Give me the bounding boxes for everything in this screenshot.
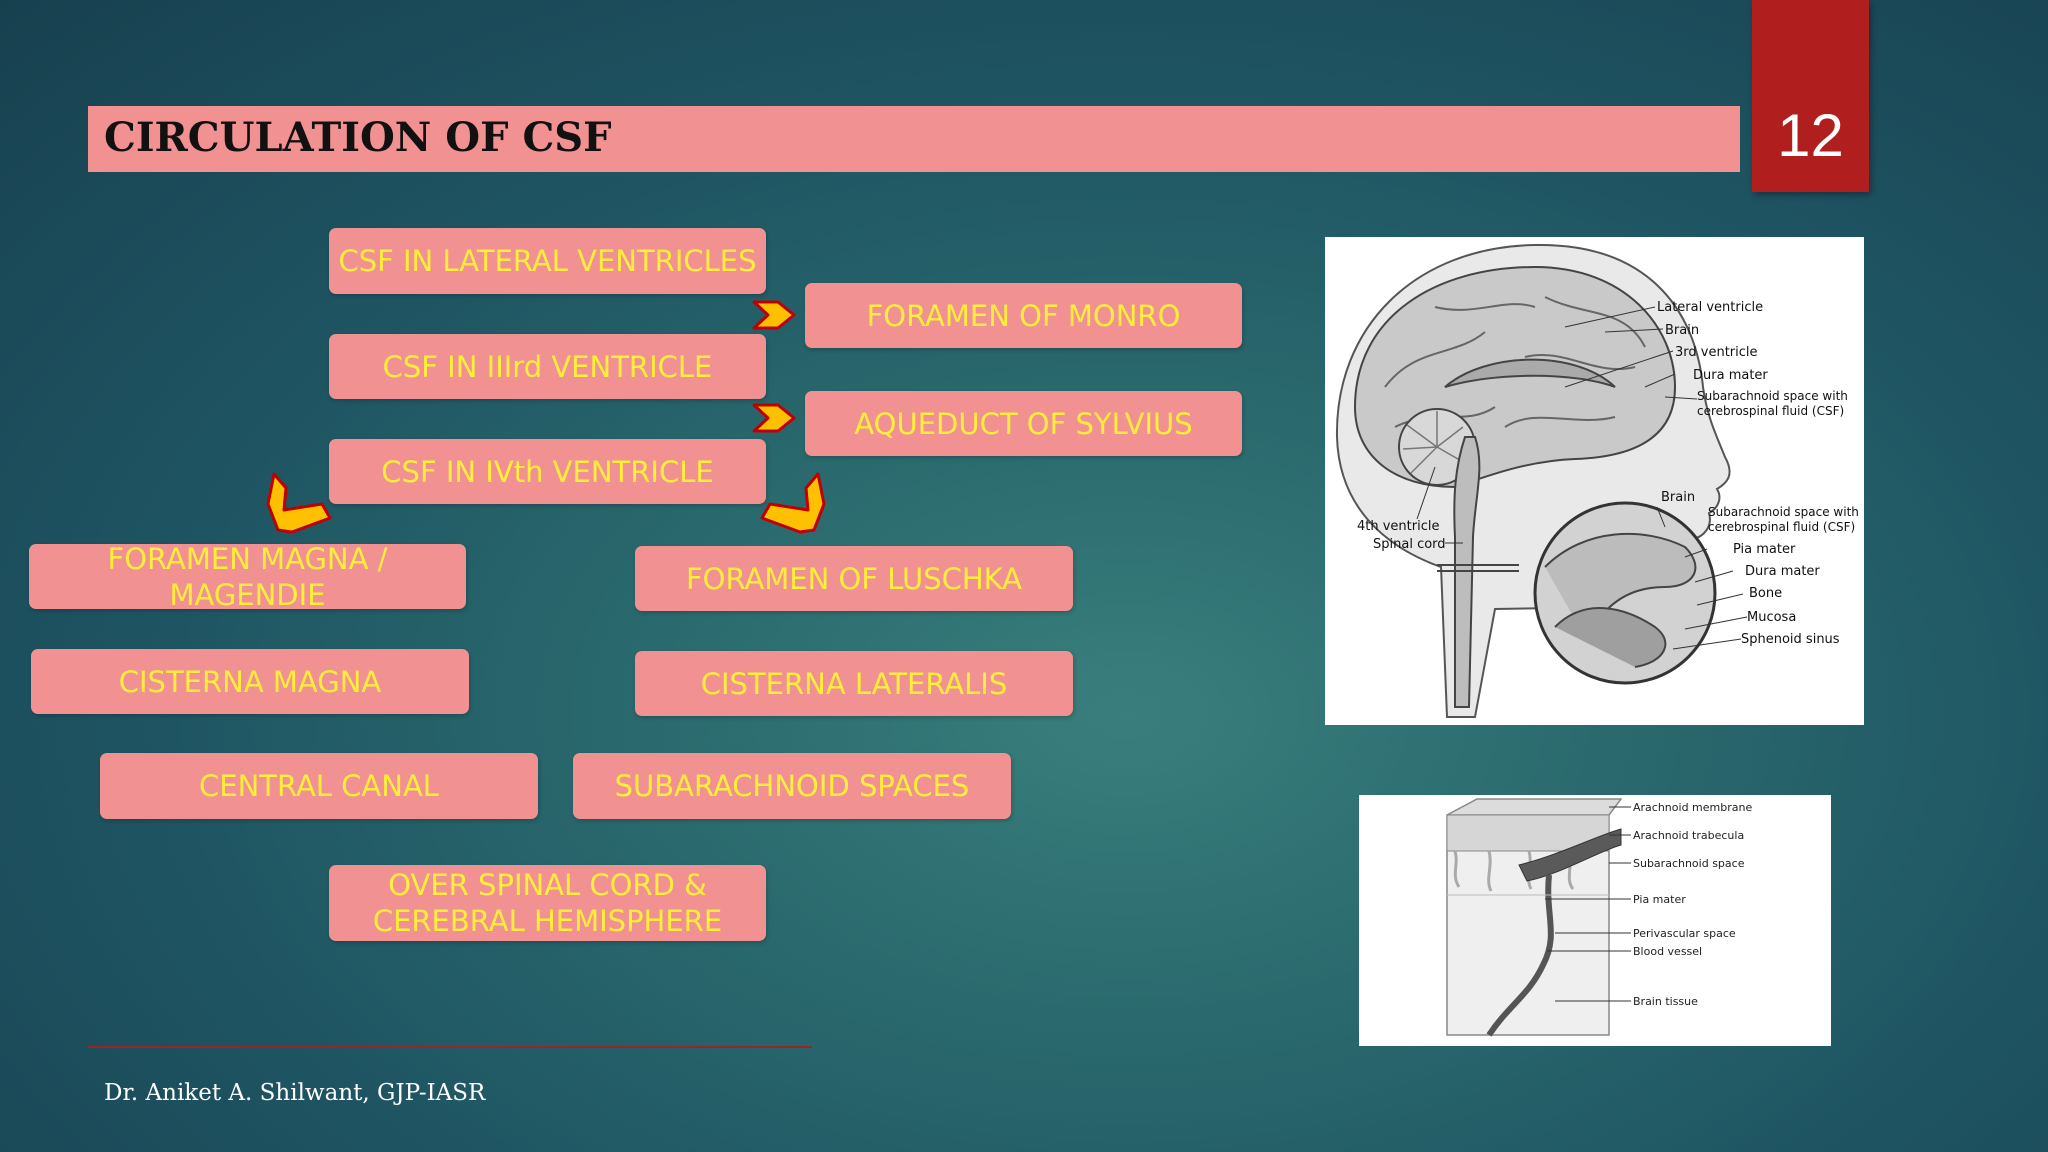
box-cisterna-lateralis: CISTERNA LATERALIS: [635, 651, 1073, 716]
label-subarachnoid-csf: Subarachnoid space with cerebrospinal fl…: [1697, 389, 1848, 418]
label-subarachnoid-space: Subarachnoid space: [1633, 857, 1745, 870]
slide-number-box: 12: [1752, 0, 1869, 192]
label-dura-mater-magnified: Dura mater: [1745, 564, 1820, 579]
title-bar: CIRCULATION OF CSF: [88, 106, 1740, 172]
label-dura-mater: Dura mater: [1693, 368, 1768, 383]
footer-author: Dr. Aniket A. Shilwant, GJP-IASR: [104, 1080, 486, 1106]
arrow-right-icon: [752, 300, 796, 330]
label-lateral-ventricle: Lateral ventricle: [1657, 300, 1763, 315]
label-spinal-cord: Spinal cord: [1373, 537, 1446, 552]
box-central-canal: CENTRAL CANAL: [100, 753, 538, 819]
box-foramen-monro: FORAMEN OF MONRO: [805, 283, 1242, 348]
box-foramen-magendie: FORAMEN MAGNA / MAGENDIE: [29, 542, 466, 612]
arrow-down-left-icon: [266, 472, 332, 534]
box-subarachnoid-spaces: SUBARACHNOID SPACES: [573, 753, 1011, 819]
brain-sagittal-figure: Lateral ventricle Brain 3rd ventricle Du…: [1325, 237, 1864, 725]
meninges-figure: Arachnoid membrane Arachnoid trabecula S…: [1359, 795, 1831, 1046]
footer-divider: [88, 1046, 812, 1048]
label-mucosa: Mucosa: [1747, 610, 1796, 625]
box-fourth-ventricle: CSF IN IVth VENTRICLE: [329, 439, 766, 504]
box-cisterna-magna: CISTERNA MAGNA: [31, 649, 469, 714]
label-arachnoid-trabecula: Arachnoid trabecula: [1633, 829, 1744, 842]
label-arachnoid-membrane: Arachnoid membrane: [1633, 801, 1752, 814]
box-lateral-ventricles: CSF IN LATERAL VENTRICLES: [329, 228, 766, 294]
label-brain: Brain: [1665, 323, 1699, 338]
arrow-right-icon: [752, 403, 796, 433]
brain-illustration: Lateral ventricle Brain 3rd ventricle Du…: [1335, 243, 1859, 718]
meninges-illustration: Arachnoid membrane Arachnoid trabecula S…: [1446, 798, 1752, 1037]
label-bone: Bone: [1749, 586, 1782, 601]
arrow-down-right-icon: [760, 472, 826, 534]
label-pia-mater: Pia mater: [1733, 542, 1796, 557]
label-sphenoid-sinus: Sphenoid sinus: [1741, 632, 1840, 647]
label-fourth-ventricle: 4th ventricle: [1357, 519, 1439, 534]
slide-number: 12: [1777, 102, 1844, 169]
label-brain-tissue: Brain tissue: [1633, 995, 1698, 1008]
slide-title: CIRCULATION OF CSF: [104, 114, 612, 161]
label-perivascular-space: Perivascular space: [1633, 927, 1736, 940]
box-aqueduct-sylvius: AQUEDUCT OF SYLVIUS: [805, 391, 1242, 456]
box-foramen-luschka: FORAMEN OF LUSCHKA: [635, 546, 1073, 611]
box-third-ventricle: CSF IN IIIrd VENTRICLE: [329, 334, 766, 399]
label-pia-mater: Pia mater: [1633, 893, 1686, 906]
label-blood-vessel: Blood vessel: [1633, 945, 1702, 958]
box-over-spinal-cord: OVER SPINAL CORD & CEREBRAL HEMISPHERE: [329, 865, 766, 941]
label-subarachnoid-csf-magnified: Subarachnoid space with cerebrospinal fl…: [1708, 505, 1859, 534]
label-third-ventricle: 3rd ventricle: [1675, 345, 1758, 360]
label-brain-magnified: Brain: [1661, 490, 1695, 505]
